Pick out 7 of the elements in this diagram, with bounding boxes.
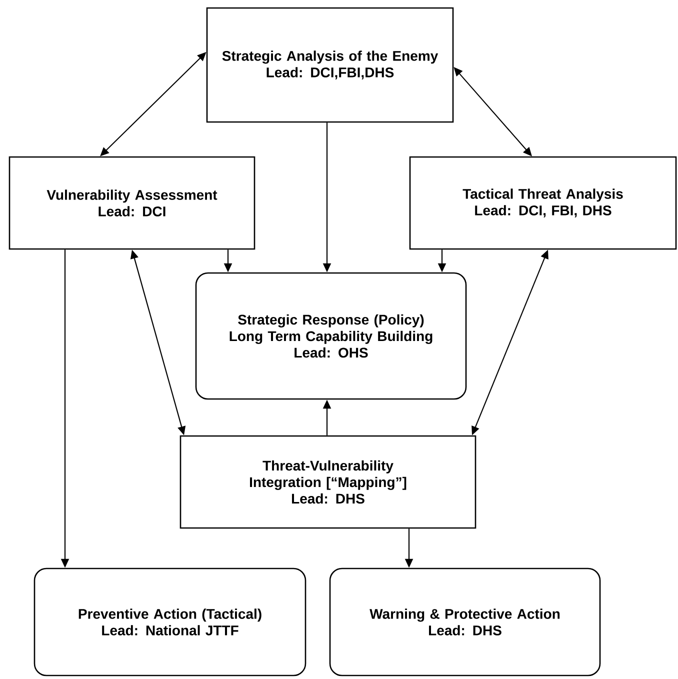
process-box: Tactical Threat Analysis Lead: DCI, FBI, DHS [409,156,677,250]
process-box: Vulnerability Assessment Lead: DCI [8,156,256,250]
process-box: Threat-Vulnerability Integration [“Mapping”] Lead: DHS [180,435,476,529]
process-box: Strategic Analysis of the Enemy Lead: DCI,FBI,DHS [206,7,454,123]
rounded-box: Preventive Action (Tactical) Lead: National JTTF [34,568,306,676]
rounded-box: Strategic Response (Policy) Long Term Capability Building Lead: OHS [195,272,467,400]
rounded-box: Warning & Protective Action Lead: DHS [329,568,601,676]
